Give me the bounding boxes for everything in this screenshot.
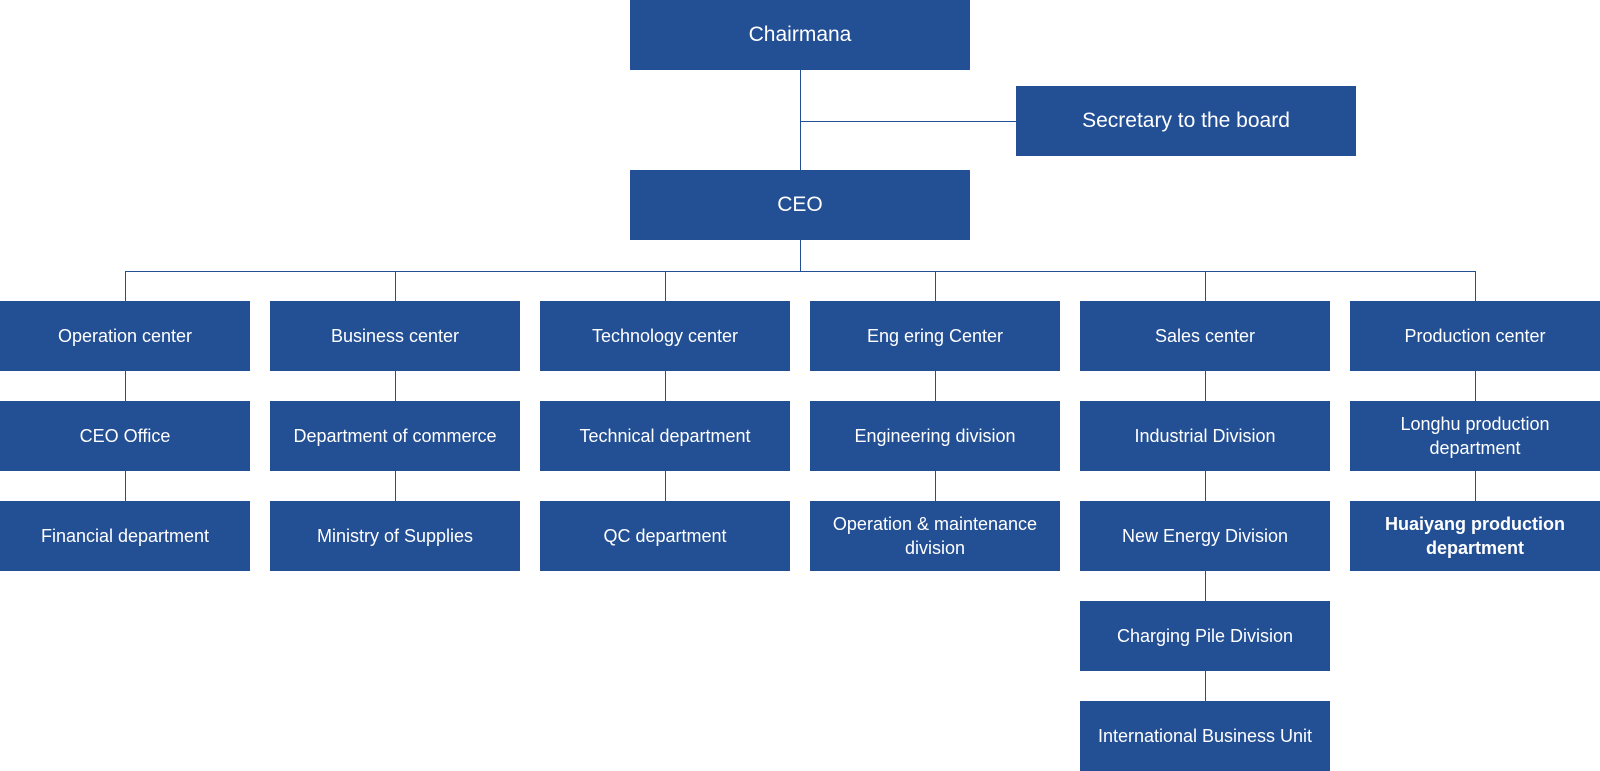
sales-dept-box: New Energy Division	[1080, 501, 1330, 571]
engineering-dept-box: Operation & maintenance division	[810, 501, 1060, 571]
sales-center-box: Sales center	[1080, 301, 1330, 371]
connector-ceo-down	[800, 240, 801, 271]
operation-center-box: Operation center	[0, 301, 250, 371]
connector-operation-2	[125, 471, 126, 501]
connector-business-drop	[395, 271, 396, 301]
connector-business-1	[395, 371, 396, 401]
connector-sales-4	[1205, 671, 1206, 701]
chairman-box: Chairmana	[630, 0, 970, 70]
connector-secretary	[800, 121, 1016, 122]
secretary-box: Secretary to the board	[1016, 86, 1356, 156]
connector-operation-drop	[125, 271, 126, 301]
connector-production-drop	[1475, 271, 1476, 301]
technology-center-box: Technology center	[540, 301, 790, 371]
business-center-box: Business center	[270, 301, 520, 371]
production-dept-box: Huaiyang production department	[1350, 501, 1600, 571]
business-dept-box: Ministry of Supplies	[270, 501, 520, 571]
connector-sales-drop	[1205, 271, 1206, 301]
engineering-dept-box: Engineering division	[810, 401, 1060, 471]
connector-sales-1	[1205, 371, 1206, 401]
connector-engineering-2	[935, 471, 936, 501]
operation-dept-box: CEO Office	[0, 401, 250, 471]
technology-dept-box: QC department	[540, 501, 790, 571]
connector-technology-2	[665, 471, 666, 501]
ceo-box: CEO	[630, 170, 970, 240]
sales-dept-box: Industrial Division	[1080, 401, 1330, 471]
production-dept-box: Longhu production department	[1350, 401, 1600, 471]
connector-sales-3	[1205, 571, 1206, 601]
sales-dept-box: International Business Unit	[1080, 701, 1330, 771]
connector-production-1	[1475, 371, 1476, 401]
connector-business-2	[395, 471, 396, 501]
connector-center-bus	[125, 271, 1476, 272]
connector-sales-2	[1205, 471, 1206, 501]
business-dept-box: Department of commerce	[270, 401, 520, 471]
connector-engineering-drop	[935, 271, 936, 301]
sales-dept-box: Charging Pile Division	[1080, 601, 1330, 671]
connector-production-2	[1475, 471, 1476, 501]
connector-chairman-ceo	[800, 70, 801, 170]
production-center-box: Production center	[1350, 301, 1600, 371]
connector-engineering-1	[935, 371, 936, 401]
connector-technology-drop	[665, 271, 666, 301]
technology-dept-box: Technical department	[540, 401, 790, 471]
connector-operation-1	[125, 371, 126, 401]
connector-technology-1	[665, 371, 666, 401]
engineering-center-box: Eng ering Center	[810, 301, 1060, 371]
operation-dept-box: Financial department	[0, 501, 250, 571]
